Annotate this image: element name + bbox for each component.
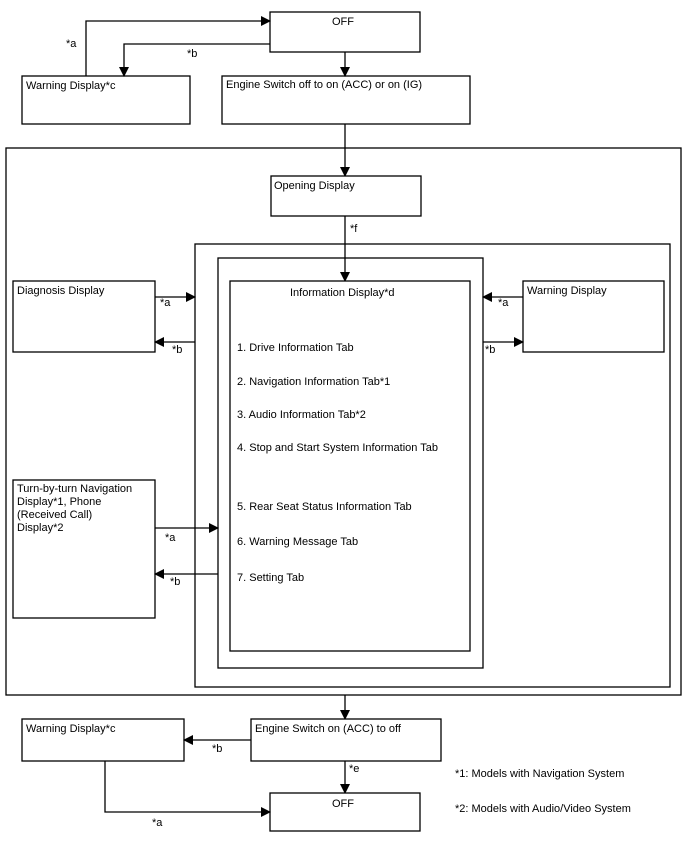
tab-navigation-information: 2. Navigation Information Tab*1 — [237, 376, 390, 388]
warning-display-right-box — [522, 280, 665, 353]
opening-display-box — [270, 175, 422, 217]
arrow-label-a-top: *a — [66, 38, 77, 50]
arrow-label-b-bottom: *b — [212, 743, 222, 755]
turn-by-turn-label-line-3: (Received Call) — [17, 509, 92, 521]
engine-switch-on-box — [221, 75, 471, 125]
arrow-off-to-warning-top — [119, 43, 270, 77]
tab-stop-start-system-information: 4. Stop and Start System Information Tab — [237, 442, 438, 454]
tab-drive-information: 1. Drive Information Tab — [237, 342, 354, 354]
arrow-label-a-bottom: *a — [152, 817, 163, 829]
diagnosis-display-box — [12, 280, 156, 353]
information-display-box — [229, 280, 471, 652]
arrow-warning-bottom-to-off — [104, 761, 271, 817]
footnote-audio-video-system: *2: Models with Audio/Video System — [455, 803, 631, 815]
off-top-box — [269, 11, 421, 53]
arrow-label-a-warning-right: *a — [498, 297, 509, 309]
turn-by-turn-label-line-2: Display*1, Phone — [17, 496, 101, 508]
tab-audio-information: 3. Audio Information Tab*2 — [237, 409, 366, 421]
warning-display-c-bottom-box — [21, 718, 185, 762]
arrow-warning-to-off-top — [85, 16, 271, 76]
tab-rear-seat-status-information: 5. Rear Seat Status Information Tab — [237, 501, 412, 513]
footnote-navigation-system: *1: Models with Navigation System — [455, 768, 624, 780]
warning-display-c-top-label: Warning Display*c — [26, 80, 116, 92]
opening-display-label: Opening Display — [274, 180, 355, 192]
warning-display-c-bottom-label: Warning Display*c — [26, 723, 116, 735]
arrow-label-b-turn-by-turn: *b — [170, 576, 180, 588]
engine-switch-off-label: Engine Switch on (ACC) to off — [255, 723, 402, 735]
turn-by-turn-label-line-1: Turn-by-turn Navigation — [17, 483, 132, 495]
arrow-label-a-diagnosis: *a — [160, 297, 171, 309]
off-bottom-label: OFF — [332, 798, 354, 810]
arrow-label-b-warning-right: *b — [485, 344, 495, 356]
information-display-title: Information Display*d — [290, 287, 395, 299]
arrow-label-a-turn-by-turn: *a — [165, 532, 176, 544]
arrow-label-b-top: *b — [187, 48, 197, 60]
turn-by-turn-label-line-4: Display*2 — [17, 522, 63, 534]
arrow-label-e: *e — [349, 763, 359, 775]
arrow-label-f: *f — [350, 223, 358, 235]
arrow-label-b-diagnosis: *b — [172, 344, 182, 356]
warning-display-c-top-box — [21, 75, 191, 125]
turn-by-turn-display-box — [12, 479, 156, 619]
diagnosis-display-label: Diagnosis Display — [17, 285, 105, 297]
off-top-label: OFF — [332, 16, 354, 28]
engine-switch-on-label: Engine Switch off to on (ACC) or on (IG) — [226, 79, 422, 91]
warning-display-right-label: Warning Display — [527, 285, 607, 297]
tab-setting: 7. Setting Tab — [237, 572, 304, 584]
tab-warning-message: 6. Warning Message Tab — [237, 536, 358, 548]
